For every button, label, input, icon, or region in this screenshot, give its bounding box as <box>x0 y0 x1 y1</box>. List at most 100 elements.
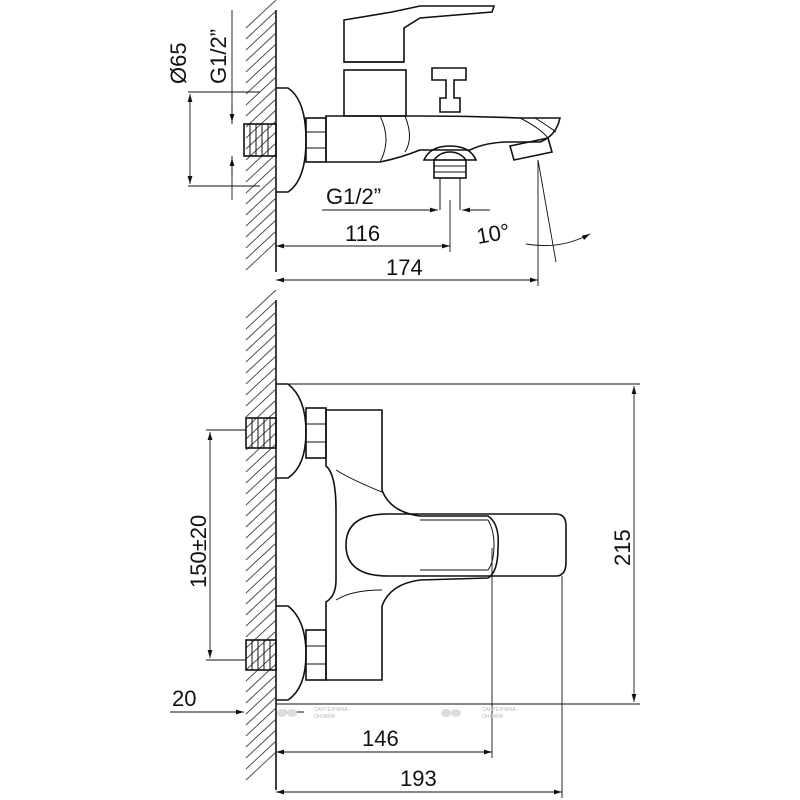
hatch-line <box>245 663 277 693</box>
shower-outlet-top <box>422 145 478 161</box>
watermark-right: САНТЕХНИКА- ОНЛАЙН <box>441 707 518 720</box>
hatch-line <box>245 366 277 396</box>
svg-text:САНТЕХНИКА-: САНТЕХНИКА- <box>482 707 518 713</box>
hatch-line <box>245 542 277 572</box>
watermark-left: САНТЕХНИКА- ОНЛАЙН <box>277 707 350 720</box>
hatch-line <box>245 740 277 770</box>
hatch-line <box>245 241 277 271</box>
hatch-line <box>245 476 277 506</box>
lower-nut-front <box>305 629 327 681</box>
hatch-line <box>245 87 277 117</box>
hatch-line <box>245 509 277 539</box>
svg-text:ОНЛАЙН: ОНЛАЙН <box>314 712 336 720</box>
wall-rosette-top <box>276 87 307 193</box>
hatch-line <box>245 498 277 528</box>
hatch-line <box>245 21 277 51</box>
hatch-line <box>245 10 277 40</box>
hatch-line <box>245 208 277 238</box>
dim-d65: Ø65 <box>166 42 191 84</box>
hatch-line <box>245 630 277 660</box>
hatch-line <box>245 153 277 183</box>
hatch-line <box>245 175 277 205</box>
dim-215: 215 <box>610 529 635 566</box>
hatch-line <box>245 355 277 385</box>
hatch-line <box>245 619 277 649</box>
hatch-line <box>245 186 277 216</box>
hatch-line <box>245 197 277 227</box>
hatch-line <box>245 0 277 29</box>
hatch-line <box>245 575 277 605</box>
top-view: Ø65 G1/2” G1/2” 116 174 10° <box>166 0 591 286</box>
hatch-line <box>245 230 277 260</box>
hatch-line <box>245 696 277 726</box>
wall-hatch-top <box>245 0 277 272</box>
hatch-line <box>245 685 277 715</box>
dim-193: 193 <box>400 766 437 791</box>
hatch-line <box>245 421 277 451</box>
hatch-line <box>245 322 277 352</box>
hatch-line <box>245 586 277 616</box>
hatch-line <box>245 289 277 319</box>
hatch-line <box>245 454 277 484</box>
diverter-knob-top <box>431 67 467 113</box>
handle-lever-top <box>343 5 496 63</box>
dim-g-shower: G1/2” <box>326 184 381 209</box>
dim-g-wall: G1/2” <box>206 29 231 84</box>
hatch-line <box>245 465 277 495</box>
hatch-line <box>245 32 277 62</box>
nut-top <box>305 117 327 163</box>
hatch-line <box>245 54 277 84</box>
mixer-body-front <box>325 409 500 681</box>
spout-nozzle-top <box>508 137 554 161</box>
lower-thread-front <box>245 639 277 671</box>
hatch-line <box>245 487 277 517</box>
hatch-line <box>245 388 277 418</box>
hatch-line <box>245 344 277 374</box>
hatch-line <box>245 300 277 330</box>
hatch-line <box>245 333 277 363</box>
upper-thread-front <box>245 417 277 449</box>
hatch-line <box>245 729 277 759</box>
mixer-body-top <box>325 115 561 163</box>
hatch-line <box>245 219 277 249</box>
dim-150: 150±20 <box>186 515 211 588</box>
hatch-line <box>245 718 277 748</box>
dim-146: 146 <box>362 726 399 751</box>
upper-nut-front <box>305 407 327 459</box>
dim-angle: 10° <box>475 219 512 249</box>
hatch-line <box>245 520 277 550</box>
hatch-line <box>245 553 277 583</box>
hatch-line <box>245 164 277 194</box>
upper-rosette-front <box>276 383 307 479</box>
hatch-line <box>245 608 277 638</box>
hatch-line <box>245 674 277 704</box>
front-view: 150±20 215 20 146 193 САНТЕХНИКА- ОНЛАЙН… <box>170 289 640 798</box>
hatch-line <box>245 65 277 95</box>
lever-front <box>345 513 567 577</box>
hatch-line <box>245 98 277 128</box>
dim-20: 20 <box>172 686 196 711</box>
hatch-line <box>245 707 277 737</box>
lower-rosette-front <box>276 605 307 701</box>
hatch-line <box>245 410 277 440</box>
hatch-line <box>245 399 277 429</box>
hatch-line <box>245 142 277 172</box>
hatch-line <box>245 531 277 561</box>
hatch-line <box>245 652 277 682</box>
hatch-line <box>245 43 277 73</box>
thread-top <box>243 123 277 157</box>
handle-base-top <box>343 69 407 117</box>
hatch-line <box>245 311 277 341</box>
hatch-line <box>245 432 277 462</box>
dim-116: 116 <box>345 221 380 246</box>
dim-174: 174 <box>386 255 423 280</box>
svg-text:ОНЛАЙН: ОНЛАЙН <box>482 712 504 720</box>
hatch-line <box>245 76 277 106</box>
hatch-line <box>245 120 277 150</box>
hatch-line <box>245 377 277 407</box>
svg-text:САНТЕХНИКА-: САНТЕХНИКА- <box>314 707 350 713</box>
hatch-line <box>245 641 277 671</box>
hatch-line <box>245 564 277 594</box>
